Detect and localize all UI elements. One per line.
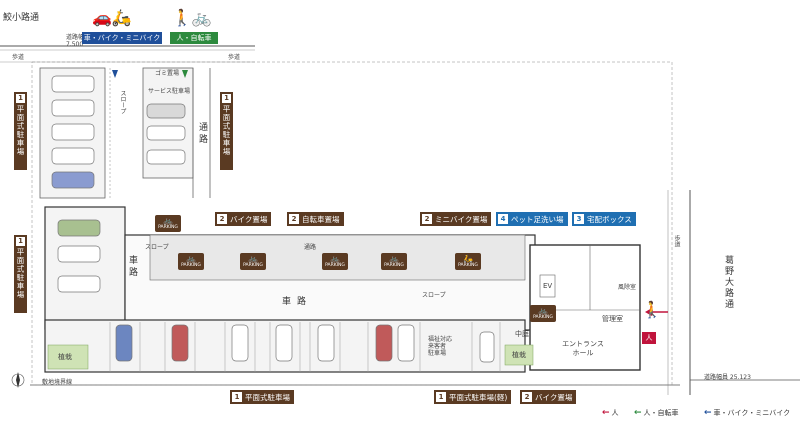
legend-person: ←人 — [602, 408, 619, 418]
east-road-width: 道路幅員 25.123 — [704, 374, 751, 381]
tag-parking-mid-left: 1 平面式駐車場 — [14, 235, 27, 313]
parking-icon-bike-bottom: 🚲PARKING — [530, 305, 556, 322]
walkway-label: 通路 — [304, 244, 317, 251]
parking-icon-2: 🚲PARKING — [240, 253, 266, 270]
person-entrance-badge: 人 — [642, 332, 656, 344]
legend-person-bicycle: ←人・自転車 — [634, 408, 679, 418]
site-line-label: 敷地境界線 — [42, 379, 73, 386]
sidewalk-label-right: 歩道 — [228, 54, 241, 61]
car-bike-icon: 🚗🛵 — [92, 8, 132, 27]
green-bottom-label: 植栽 — [512, 351, 526, 359]
drive-left-label: 車路 — [127, 255, 137, 279]
courtyard-label: 中庭 — [515, 330, 529, 338]
welfare-parking-label: 福祉対応 来客者 駐車場 — [428, 336, 453, 357]
slope-label-3: スロープ — [422, 292, 446, 299]
parking-icon-4: 🚲PARKING — [381, 253, 407, 270]
drive-vertical-label: 通路 — [197, 122, 207, 146]
car-entrance-badge: 車・バイク・ミニバイク — [82, 32, 162, 44]
entrance-hall-label: エントランスホール — [562, 340, 604, 357]
wind-room-label: 風除室 — [618, 284, 637, 291]
person-bicycle-icon: 🚶🚲 — [172, 8, 212, 27]
parking-icon-3: 🚲PARKING — [322, 253, 348, 270]
slope-label-1: スロープ — [119, 90, 126, 114]
north-road-name: 鮫小路通 — [3, 13, 40, 23]
green-left-label: 植栽 — [58, 353, 72, 361]
service-parking-label: サービス駐車場 — [148, 88, 191, 95]
management-office-label: 管理室 — [602, 315, 623, 323]
legend-car: ←車・バイク・ミニバイク — [704, 408, 791, 418]
trash-label: ゴミ置場 — [155, 70, 180, 77]
east-road-name: 葛野大路通 — [723, 255, 733, 310]
tag-parking-top-right: 1 平面式駐車場 — [220, 92, 233, 170]
bicycle-entrance-badge: 人・自転車 — [170, 32, 218, 44]
parking-icon-minibike: 🛵PARKING — [455, 253, 481, 270]
ev-label: EV — [543, 282, 553, 290]
parking-icon-bike: 🚲PARKING — [155, 215, 181, 232]
sidewalk-label-left: 歩道 — [12, 54, 25, 61]
north-road-width: 道路幅員 7.500 — [66, 34, 91, 48]
person-entrance-icon: 🚶 — [642, 300, 662, 319]
drive-center-label: 車路 — [282, 297, 313, 307]
tag-parking-top-left: 1 平面式駐車場 — [14, 92, 27, 170]
sidewalk-east-label: 歩道 — [673, 235, 680, 247]
parking-icon-1: 🚲PARKING — [178, 253, 204, 270]
slope-label-2: スロープ — [145, 244, 169, 251]
